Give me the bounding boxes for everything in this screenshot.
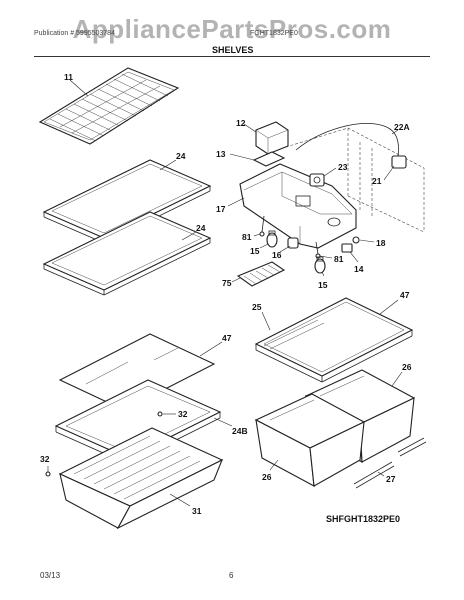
callout-81-right: 81 (334, 254, 344, 264)
wire-shelf (38, 67, 180, 145)
footer-page-number: 6 (229, 571, 234, 580)
callout-25: 25 (252, 302, 262, 312)
callout-47-upper: 47 (400, 290, 410, 300)
callout-13: 13 (216, 149, 226, 159)
callout-12: 12 (236, 118, 246, 128)
section-title: SHELVES (212, 45, 254, 55)
lamp-bulb-upper (259, 230, 278, 249)
callout-21: 21 (372, 176, 382, 186)
publication-number: Publication # 5995503784 (34, 30, 115, 37)
callout-32-bin: 32 (40, 454, 50, 464)
callout-81-left: 81 (242, 232, 252, 242)
door-switch (341, 243, 359, 263)
lamp-bulb-lower (314, 256, 326, 277)
glass-insert-lower (58, 333, 223, 411)
callout-75: 75 (222, 278, 232, 288)
connector-18 (352, 236, 375, 244)
callout-26-right: 26 (402, 362, 412, 372)
callout-32-frame: 32 (178, 409, 188, 419)
header-rule (34, 56, 430, 57)
callout-16: 16 (272, 250, 282, 260)
control-housing (227, 163, 357, 249)
callout-24-upper: 24 (176, 151, 186, 161)
light-shield (243, 121, 289, 155)
model-code: SHFGHT1832PE0 (326, 514, 401, 524)
drawer-rails (353, 437, 427, 489)
glass-shelf-lower (42, 211, 212, 296)
callout-27: 27 (386, 474, 396, 484)
footer-date: 03/13 (40, 571, 61, 580)
callout-22a: 22A (394, 122, 410, 132)
callout-23: 23 (338, 162, 348, 172)
model-number-header: FGHT1832PE0 (250, 30, 298, 37)
callout-47-lower: 47 (222, 333, 232, 343)
light-plate (229, 151, 286, 167)
callout-31: 31 (192, 506, 202, 516)
frame-screw (157, 411, 176, 417)
lamp-socket (279, 237, 299, 253)
screw-left (253, 215, 265, 237)
crisper-cover (254, 297, 414, 383)
thermostat-knob (309, 167, 337, 187)
callout-15-upper: 15 (250, 246, 260, 256)
callout-18: 18 (376, 238, 386, 248)
callout-15-lower: 15 (318, 280, 328, 290)
callout-17: 17 (216, 204, 226, 214)
callout-26-left: 26 (262, 472, 272, 482)
watermark: AppliancePartsPros.com (72, 14, 392, 44)
bin-screw (45, 466, 51, 477)
callout-24b: 24B (232, 426, 248, 436)
callout-14: 14 (354, 264, 364, 274)
callout-24-lower: 24 (196, 223, 206, 233)
light-louver (231, 261, 286, 287)
callout-11: 11 (64, 72, 73, 82)
deli-pan (58, 427, 224, 530)
crisper-drawer-left (254, 393, 366, 487)
wire-harness (295, 123, 407, 181)
